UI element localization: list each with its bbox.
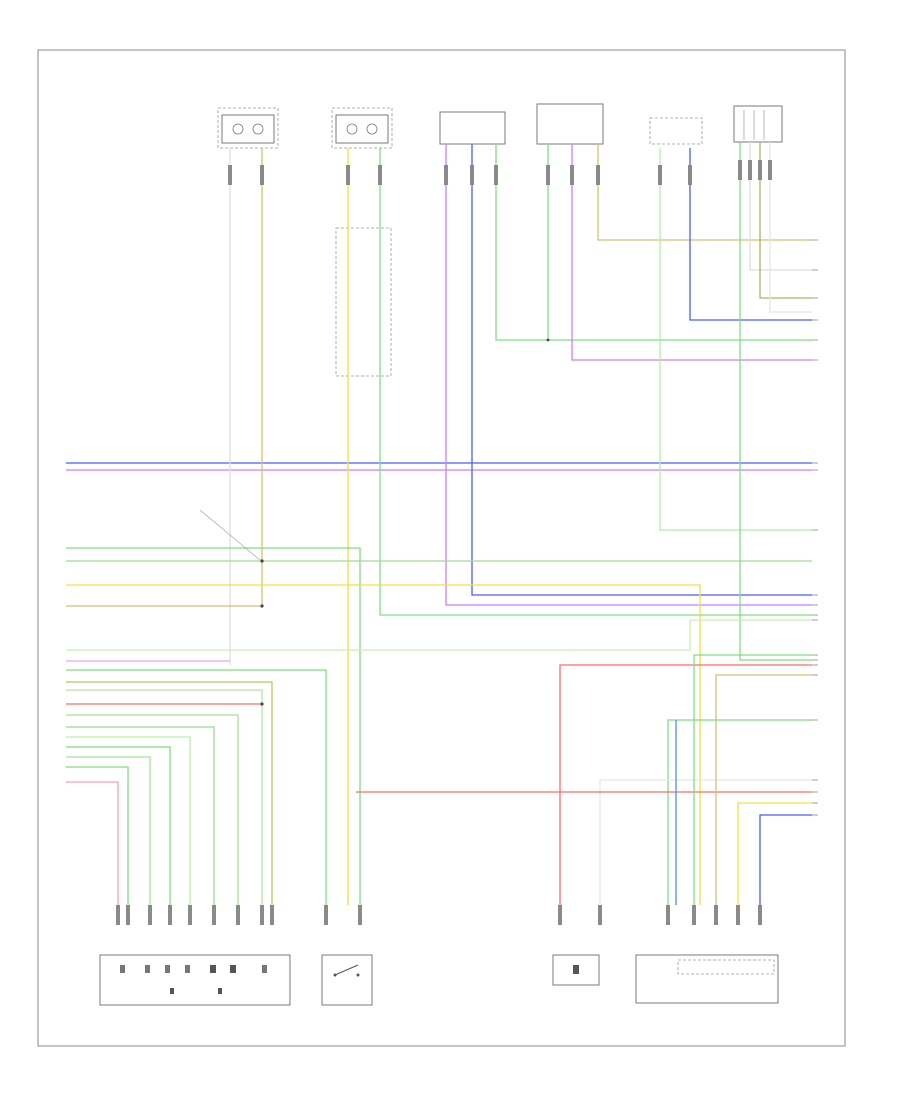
wire-right-white (599, 779, 812, 905)
top-sensor-1 (217, 107, 279, 149)
wire-s2-green (379, 148, 812, 616)
top-module-6 (733, 105, 783, 143)
wire-left-lightgreen (66, 619, 812, 651)
junction-1 (260, 559, 264, 563)
wire-left-green-1 (66, 547, 361, 905)
wire-left-yellow (66, 584, 701, 905)
top-module-4 (536, 103, 604, 145)
wire-left-g7 (66, 726, 215, 905)
wire-m6-gray (749, 142, 812, 271)
wire-left-g3 (66, 669, 327, 905)
wire-left-g5 (66, 689, 263, 905)
right-edge-ticks (812, 239, 818, 816)
wire-left-g11 (66, 766, 129, 905)
wire-m6-white (769, 142, 812, 313)
wire-m3-green (495, 144, 812, 341)
bottom-sensor (552, 954, 600, 986)
junction-3 (260, 702, 264, 706)
bottom-module-right (635, 954, 779, 1004)
wire-m3-blue (471, 144, 812, 596)
wire-left-g8 (66, 736, 191, 905)
wire-m4-tan (597, 144, 812, 241)
wire-right-blue (759, 814, 812, 905)
wire-left-g10 (66, 756, 151, 905)
bottom-switch (321, 954, 373, 1006)
top-terminal-stubs (228, 160, 772, 185)
note-leader (199, 509, 261, 561)
inline-connector-top (335, 227, 392, 377)
wire-right-yellow (737, 802, 812, 905)
top-module-5 (649, 117, 703, 145)
wire-right-tan (715, 674, 812, 905)
top-module-3 (439, 111, 506, 145)
wire-right-green-2 (667, 719, 812, 905)
wire-right-green-3 (693, 654, 812, 905)
terminal-stubs (116, 905, 762, 925)
wire-left-g6 (66, 714, 239, 905)
wire-left-pink-2 (66, 781, 119, 905)
wire-left-g9 (66, 746, 171, 905)
wire-m6-green (739, 142, 812, 661)
wire-right-red (559, 664, 812, 905)
wire-m4-violet (571, 144, 812, 361)
wire-m5-blue (689, 148, 812, 321)
wire-m5-green (659, 148, 812, 531)
wire-left-g4 (66, 681, 273, 905)
junction-4 (546, 338, 550, 342)
wire-m3-violet (445, 144, 812, 606)
diagram-frame (37, 49, 846, 1047)
bottom-module-left (99, 954, 291, 1006)
wire-m6-olive (759, 142, 812, 299)
junction-2 (260, 604, 264, 608)
top-sensor-2 (331, 107, 393, 149)
